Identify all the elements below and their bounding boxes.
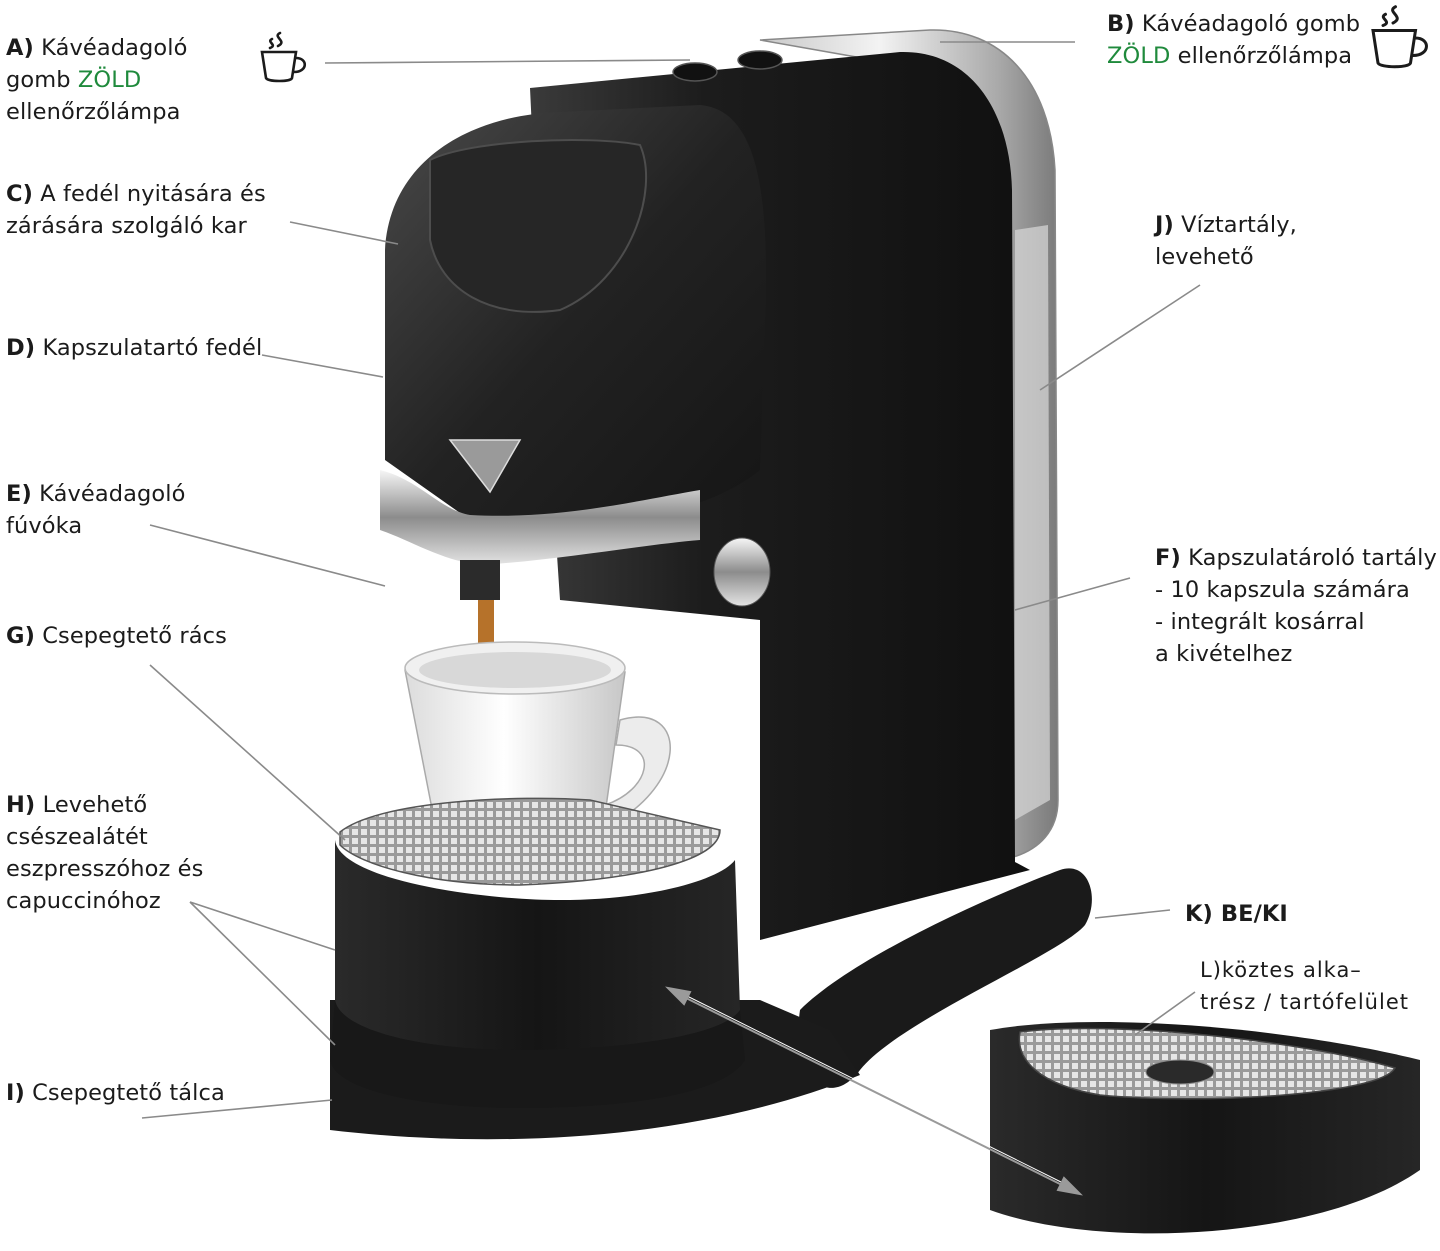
label-k: K) BE/KI: [1185, 898, 1288, 930]
label-e: E) Kávéadagoló fúvóka: [6, 478, 185, 542]
capsule-lid-head: [385, 51, 782, 528]
leader-j: [1040, 285, 1200, 390]
label-d: D) Kapszulatartó fedél: [6, 332, 262, 364]
label-j: J) Víztartály, levehető: [1155, 209, 1297, 273]
leader-h-1: [190, 902, 335, 950]
label-c: C) A fedél nyitására és zárására szolgál…: [6, 178, 266, 242]
label-h: H) Levehető csészealátét eszpresszóhoz é…: [6, 789, 203, 917]
coffee-cup-steam-icon: [1373, 7, 1426, 67]
coffee-button-a: [673, 63, 717, 81]
leader-k: [1095, 910, 1170, 918]
coffee-button-b: [738, 51, 782, 69]
label-b: B) Kávéadagoló gomb ZÖLD ellenőrzőlámpa: [1107, 8, 1360, 72]
label-f: F) Kapszulatároló tartály - 10 kapszula …: [1155, 542, 1437, 670]
label-a: A) Kávéadagoló gomb ZÖLD ellenőrzőlámpa: [6, 32, 188, 128]
intermediate-support-part: [990, 1022, 1420, 1233]
leader-a: [325, 60, 690, 63]
label-g: G) Csepegtető rács: [6, 620, 227, 652]
coffee-cup-steam-icon: [262, 33, 305, 81]
drip-grid: [340, 798, 720, 885]
label-l: L)köztes alka– trész / tartófelület: [1200, 954, 1409, 1018]
leader-h-2: [190, 902, 335, 1045]
leader-d: [262, 355, 383, 377]
leader-c: [290, 222, 398, 244]
label-i: I) Csepegtető tálca: [6, 1077, 225, 1109]
